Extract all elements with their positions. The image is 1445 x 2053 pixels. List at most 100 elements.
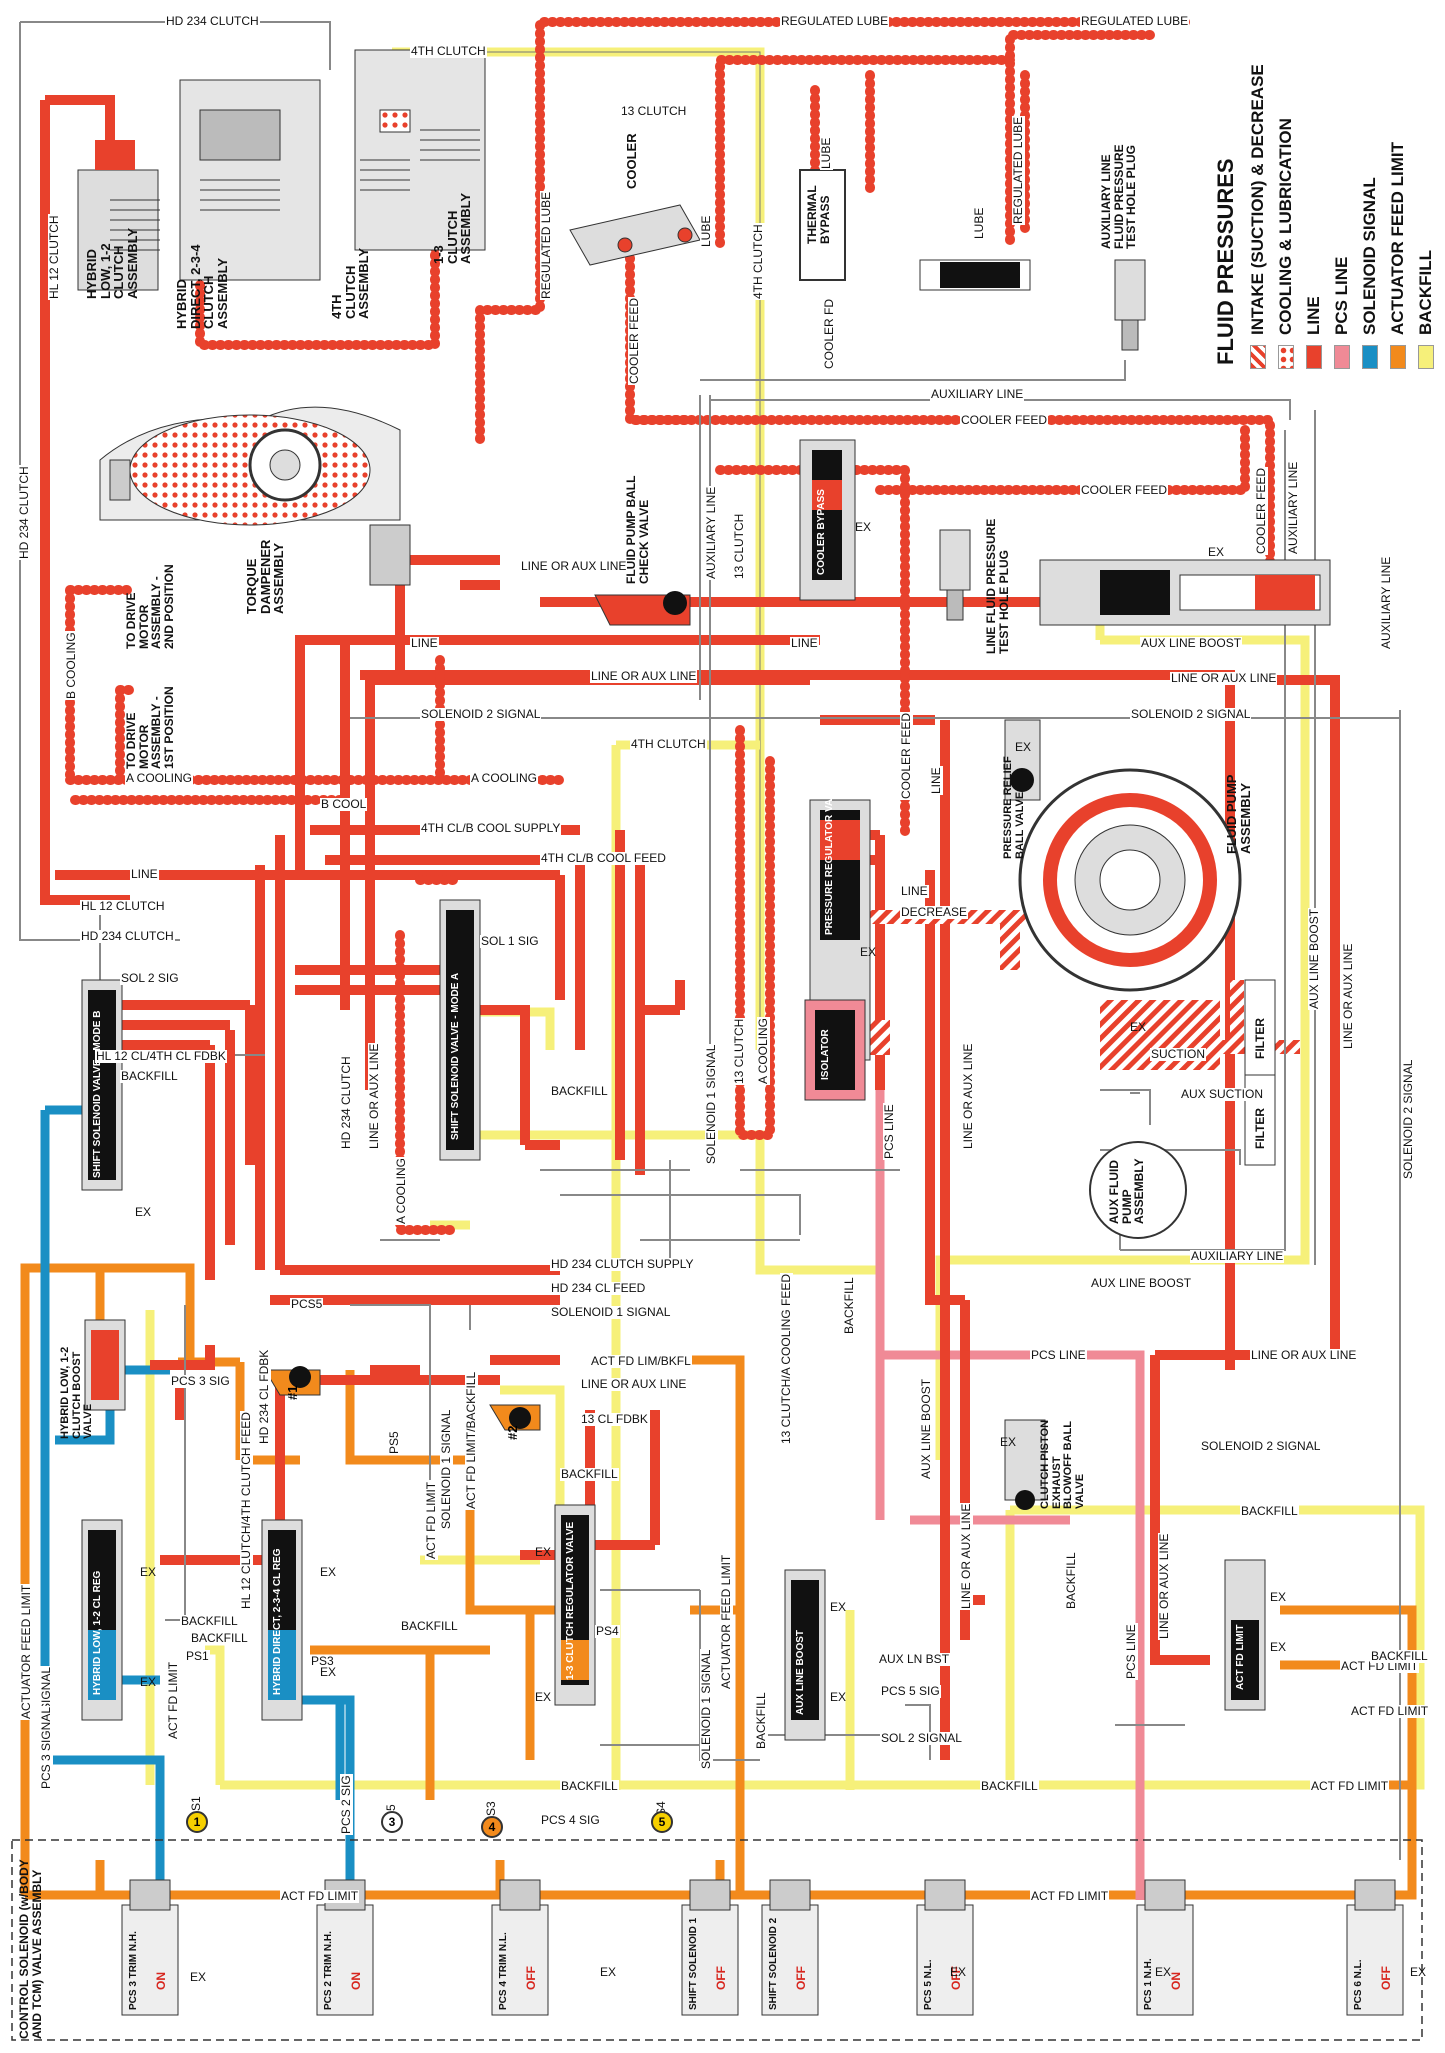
- solenoid-4: [681, 1879, 739, 2016]
- solenoid-name: PCS 4 TRIM N.L.: [498, 1932, 509, 2010]
- pressure-relief-graphic: [1004, 719, 1041, 801]
- numbered-exhaust: 1: [186, 1811, 208, 1833]
- exhaust-label: EX: [855, 520, 872, 534]
- circuit-label: ACT FD LIMIT: [280, 1889, 360, 1903]
- direct234-reg-label: HYBRID DIRECT, 2-3-4 CL REG: [272, 1548, 283, 1695]
- solenoid-state: ON: [349, 1972, 363, 1990]
- circuit-label: LINE OR AUX LINE: [1250, 1348, 1358, 1362]
- circuit-label: REGULATED LUBE: [1080, 14, 1190, 28]
- circuit-label: COOLER FEED: [899, 711, 913, 800]
- circuit-label: SOLENOID 1 SIGNAL: [704, 1043, 718, 1165]
- circuit-label: A COOLING: [125, 771, 194, 785]
- fluid-pump-label: FLUID PUMP ASSEMBLY: [1224, 774, 1253, 854]
- circuit-label: SOL 1 SIG: [480, 934, 540, 948]
- circuit-label: SUCTION: [1150, 1047, 1206, 1061]
- exhaust-label: EX: [600, 1965, 617, 1979]
- circuit-label: DECREASE: [900, 905, 969, 919]
- cooler-label: COOLER: [624, 133, 639, 189]
- solenoid-1: [121, 1879, 179, 2016]
- drive-motor-1st-label: TO DRIVE MOTOR ASSEMBLY - 1ST POSITION: [124, 686, 176, 769]
- circuit-label: BACKFILL: [190, 1631, 249, 1645]
- aux-line-boost-graphic: [784, 1569, 826, 1741]
- circuit-label: LUBE: [972, 206, 986, 240]
- legend-swatch: [1250, 345, 1266, 369]
- circuit-label: AUXILIARY LINE: [1379, 555, 1393, 650]
- circuit-label: REGULATED LUBE: [539, 190, 553, 300]
- exhaust-label: EX: [190, 1970, 207, 1984]
- circuit-label: PS4: [595, 1624, 620, 1638]
- fourth-clutch-label: 4TH CLUTCH ASSEMBLY: [329, 247, 372, 319]
- circuit-label: PS3: [310, 1654, 335, 1668]
- circuit-label: AUX LINE BOOST: [1307, 907, 1321, 1010]
- aux-pump-label: AUX FLUID PUMP ASSEMBLY: [1107, 1158, 1147, 1224]
- legend-swatch: [1306, 345, 1322, 369]
- legend-label: BACKFILL: [1416, 250, 1435, 335]
- circuit-label: 4TH CLUTCH: [751, 223, 765, 300]
- circuit-label: LINE OR AUX LINE: [590, 669, 698, 683]
- legend-label: SOLENOID SIGNAL: [1360, 177, 1379, 335]
- hybrid-direct-label: HYBRID DIRECT, 2-3-4 CLUTCH ASSEMBLY: [174, 244, 230, 329]
- circuit-label: ACT FD LIMIT: [1340, 1659, 1420, 1673]
- legend-label: LINE: [1304, 296, 1323, 335]
- circuit-label: PCS 2 SIG: [339, 1774, 353, 1835]
- fluid-pump-check-ball-graphic: [594, 591, 691, 626]
- circuit-label: AUXILIARY LINE: [930, 387, 1025, 401]
- solenoid-state: OFF: [524, 1966, 538, 1990]
- solenoid-state: OFF: [1379, 1966, 1393, 1990]
- hybrid-direct-clutch-graphic: [179, 79, 321, 281]
- circuit-label: ACT FD LIMIT/BACKFILL: [464, 1370, 478, 1510]
- cooler-bypass-valve-graphic: [799, 439, 856, 601]
- legend-label: COOLING & LUBRICATION: [1276, 118, 1295, 335]
- circuit-label: HD 234 CLUTCH: [339, 1055, 353, 1150]
- circuit-label: HD 234 CLUTCH SUPPLY: [550, 1257, 695, 1271]
- solenoid-name: SHIFT SOLENOID 1: [688, 1917, 699, 2010]
- lube-reg-valve-graphic: [919, 259, 1031, 291]
- legend-swatch: [1390, 345, 1406, 369]
- drive-motor-2nd-label: TO DRIVE MOTOR ASSEMBLY - 2ND POSITION: [124, 564, 176, 649]
- exhaust-label: EX: [950, 1965, 967, 1979]
- legend-swatch: [1362, 345, 1378, 369]
- exhaust-label: EX: [830, 1600, 847, 1614]
- circuit-label: LINE: [130, 867, 159, 881]
- line-test-plug-label: LINE FLUID PRESSURE TEST HOLE PLUG: [984, 518, 1011, 654]
- circuit-label: PCS 5 SIG: [880, 1684, 941, 1698]
- numbered-exhaust: 3: [381, 1811, 403, 1833]
- exhaust-label: EX: [1015, 740, 1032, 754]
- circuit-label: SOLENOID 1 SIGNAL: [699, 1648, 713, 1770]
- boost-valve-label: HYBRID LOW, 1-2 CLUTCH BOOST VALVE: [59, 1346, 95, 1439]
- shift-mode-b-label: SHIFT SOLENOID VALVE - MODE B: [92, 1010, 103, 1178]
- filter-label-2: FILTER: [1253, 1107, 1267, 1149]
- circuit-label: ACT FD LIMIT: [1030, 1889, 1110, 1903]
- circuit-label: PCS 3 SIGNAL: [39, 1705, 53, 1790]
- solenoid-6: [916, 1879, 974, 2016]
- circuit-label: SOL 2 SIG: [120, 971, 180, 985]
- circuit-label: A COOLING: [394, 1156, 408, 1225]
- blowoff-label: CLUTCH PISTON EXHAUST BLOWOFF BALL VALVE: [1039, 1419, 1086, 1509]
- circuit-label: BACKFILL: [400, 1619, 459, 1633]
- filter-label-1: FILTER: [1253, 1017, 1267, 1059]
- exhaust-label: EX: [830, 1690, 847, 1704]
- exhaust-label: EX: [320, 1565, 337, 1579]
- legend-title: FLUID PRESSURES: [1213, 158, 1238, 365]
- act-fd-limit-graphic: [1224, 1559, 1266, 1711]
- exhaust-label: EX: [1208, 545, 1225, 559]
- low12-reg-graphic: [81, 1519, 123, 1721]
- circuit-label: AUXILIARY LINE: [704, 485, 718, 580]
- exhaust-label: EX: [1410, 1965, 1427, 1979]
- exhaust-label: EX: [1270, 1590, 1287, 1604]
- circuit-label: ACT FD LIMIT: [424, 1480, 438, 1560]
- circuit-label: SOLENOID 2 SIGNAL: [1200, 1439, 1322, 1453]
- circuit-label: REGULATED LUBE: [780, 14, 890, 28]
- circuit-label: AUX SUCTION: [1180, 1087, 1265, 1101]
- circuit-label: BACKFILL: [560, 1779, 619, 1793]
- circuit-label: HL 12 CLUTCH/4TH CLUTCH FEED: [239, 1411, 253, 1610]
- circuit-label: BACKFILL: [980, 1779, 1039, 1793]
- circuit-label: ACTUATOR FEED LIMIT: [719, 1553, 733, 1690]
- circuit-label: A COOLING: [470, 771, 539, 785]
- exhaust-label: EX: [535, 1545, 552, 1559]
- solenoid-7: [1136, 1879, 1194, 2016]
- circuit-label: BACKFILL: [1370, 1649, 1429, 1663]
- exhaust-label: EX: [1000, 1435, 1017, 1449]
- circuit-label: LUBE: [699, 214, 713, 248]
